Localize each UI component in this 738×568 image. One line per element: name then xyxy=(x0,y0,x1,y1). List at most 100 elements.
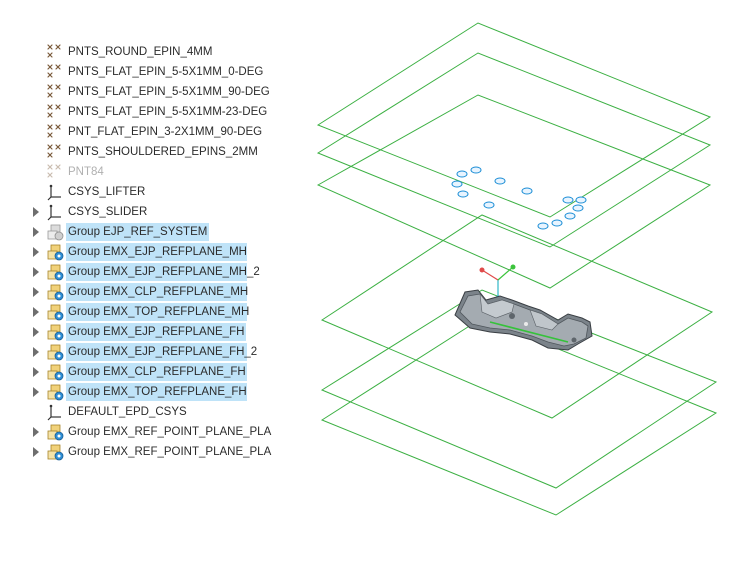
tree-item[interactable]: Group EMX_EJP_REFPLANE_FH_2 xyxy=(0,342,300,362)
tree-item[interactable]: PNT84 xyxy=(0,162,300,182)
group-icon xyxy=(46,343,64,361)
expand-arrow-icon[interactable] xyxy=(33,287,39,297)
group-icon xyxy=(46,243,64,261)
molded-part[interactable] xyxy=(454,289,593,351)
pin-point[interactable] xyxy=(564,212,576,220)
points-icon xyxy=(46,143,64,161)
tree-item-label: PNTS_FLAT_EPIN_5-5X1MM_90-DEG xyxy=(68,86,270,98)
refplane-5[interactable] xyxy=(320,289,718,489)
tree-item[interactable]: PNTS_SHOULDERED_EPINS_2MM xyxy=(0,142,300,162)
tree-item-label: PNTS_FLAT_EPIN_5-5X1MM-23-DEG xyxy=(68,106,268,118)
pin-point[interactable] xyxy=(483,201,495,209)
group-icon xyxy=(46,363,64,381)
tree-item[interactable]: Group EMX_EJP_REFPLANE_MH_2 xyxy=(0,262,300,282)
group-icon xyxy=(46,443,64,461)
ejector-pin-points xyxy=(451,166,587,230)
points-icon xyxy=(46,103,64,121)
pin-point[interactable] xyxy=(572,204,584,212)
tree-item[interactable]: PNTS_ROUND_EPIN_4MM xyxy=(0,42,300,62)
tree-item-label: Group EMX_REF_POINT_PLANE_PLA xyxy=(68,446,272,458)
pin-point[interactable] xyxy=(537,222,549,230)
tree-item-label: Group EMX_EJP_REFPLANE_MH_2 xyxy=(66,263,260,281)
group-icon xyxy=(46,283,64,301)
refplane-3[interactable] xyxy=(316,94,712,289)
tree-item-label: PNTS_FLAT_EPIN_5-5X1MM_0-DEG xyxy=(68,66,264,78)
tree-item-label: PNT84 xyxy=(68,166,104,178)
tree-item[interactable]: Group EMX_REF_POINT_PLANE_PLA xyxy=(0,442,300,462)
points-icon xyxy=(46,83,64,101)
tree-item-label: Group EMX_CLP_REFPLANE_MH xyxy=(66,283,248,301)
viewport-canvas xyxy=(316,22,718,516)
model-tree: PNTS_ROUND_EPIN_4MM PNTS_FLAT_EPIN_5-5X1M… xyxy=(0,0,300,563)
tree-item-label: PNTS_SHOULDERED_EPINS_2MM xyxy=(68,146,258,158)
pin-point[interactable] xyxy=(457,190,469,198)
csys-icon xyxy=(46,403,64,421)
tree-item[interactable]: PNTS_FLAT_EPIN_5-5X1MM_0-DEG xyxy=(0,62,300,82)
tree-item[interactable]: Group EMX_REF_POINT_PLANE_PLA xyxy=(0,422,300,442)
pin-point[interactable] xyxy=(451,180,463,188)
expand-arrow-icon[interactable] xyxy=(33,427,39,437)
pin-point[interactable] xyxy=(456,170,468,178)
tree-item-label: Group EMX_REF_POINT_PLANE_PLA xyxy=(68,426,272,438)
pin-point[interactable] xyxy=(551,219,563,227)
csys-icon xyxy=(46,203,64,221)
group-icon xyxy=(46,423,64,441)
tree-item[interactable]: PNTS_FLAT_EPIN_5-5X1MM_90-DEG xyxy=(0,82,300,102)
pin-point[interactable] xyxy=(562,196,574,204)
expand-arrow-icon[interactable] xyxy=(33,227,39,237)
tree-item-label: PNT_FLAT_EPIN_3-2X1MM_90-DEG xyxy=(68,126,263,138)
tree-item[interactable]: Group EMX_TOP_REFPLANE_FH xyxy=(0,382,300,402)
expand-arrow-icon[interactable] xyxy=(33,347,39,357)
expand-arrow-icon[interactable] xyxy=(33,267,39,277)
tree-item-label: Group EMX_TOP_REFPLANE_MH xyxy=(66,303,249,321)
pin-point[interactable] xyxy=(494,177,506,185)
group-icon xyxy=(46,303,64,321)
refplane-4[interactable] xyxy=(320,214,714,419)
tree-item[interactable]: PNT_FLAT_EPIN_3-2X1MM_90-DEG xyxy=(0,122,300,142)
reference-planes xyxy=(316,22,718,516)
tree-item[interactable]: CSYS_SLIDER xyxy=(0,202,300,222)
expand-arrow-icon[interactable] xyxy=(33,447,39,457)
tree-item[interactable]: CSYS_LIFTER xyxy=(0,182,300,202)
tree-item[interactable]: Group EMX_CLP_REFPLANE_MH xyxy=(0,282,300,302)
csys-triad xyxy=(479,264,516,301)
tree-item-label: CSYS_LIFTER xyxy=(68,186,146,198)
refplane-2[interactable] xyxy=(316,52,712,248)
pin-point[interactable] xyxy=(575,196,587,204)
expand-arrow-icon[interactable] xyxy=(33,387,39,397)
tree-item[interactable]: DEFAULT_EPD_CSYS xyxy=(0,402,300,422)
tree-item[interactable]: Group EMX_TOP_REFPLANE_MH xyxy=(0,302,300,322)
group-icon-gray xyxy=(46,223,64,241)
points-icon xyxy=(46,163,64,181)
pin-point[interactable] xyxy=(521,187,533,195)
tree-item[interactable]: Group EMX_CLP_REFPLANE_FH xyxy=(0,362,300,382)
tree-item-label: Group EMX_EJP_REFPLANE_MH xyxy=(66,243,247,261)
expand-arrow-icon[interactable] xyxy=(33,307,39,317)
group-icon xyxy=(46,263,64,281)
points-icon xyxy=(46,43,64,61)
tree-item-label: CSYS_SLIDER xyxy=(68,206,148,218)
expand-arrow-icon[interactable] xyxy=(33,367,39,377)
tree-item-label: Group EJP_REF_SYSTEM xyxy=(66,223,210,241)
refplane-1[interactable] xyxy=(316,22,712,218)
csys-icon xyxy=(46,183,64,201)
group-icon xyxy=(46,323,64,341)
tree-item[interactable]: Group EMX_EJP_REFPLANE_MH xyxy=(0,242,300,262)
tree-item-label: PNTS_ROUND_EPIN_4MM xyxy=(68,46,213,58)
tree-item[interactable]: Group EMX_EJP_REFPLANE_FH xyxy=(0,322,300,342)
tree-item-label: Group EMX_EJP_REFPLANE_FH xyxy=(66,323,247,341)
3d-viewport[interactable] xyxy=(300,0,738,563)
tree-item-label: DEFAULT_EPD_CSYS xyxy=(68,406,187,418)
tree-item[interactable]: Group EJP_REF_SYSTEM xyxy=(0,222,300,242)
expand-arrow-icon[interactable] xyxy=(33,207,39,217)
tree-item[interactable]: PNTS_FLAT_EPIN_5-5X1MM-23-DEG xyxy=(0,102,300,122)
tree-item-label: Group EMX_EJP_REFPLANE_FH_2 xyxy=(66,343,257,361)
pin-point[interactable] xyxy=(470,166,482,174)
expand-arrow-icon[interactable] xyxy=(33,327,39,337)
expand-arrow-icon[interactable] xyxy=(33,247,39,257)
points-icon xyxy=(46,123,64,141)
points-icon xyxy=(46,63,64,81)
group-icon xyxy=(46,383,64,401)
tree-item-label: Group EMX_CLP_REFPLANE_FH xyxy=(66,363,247,381)
refplane-6[interactable] xyxy=(320,317,718,516)
